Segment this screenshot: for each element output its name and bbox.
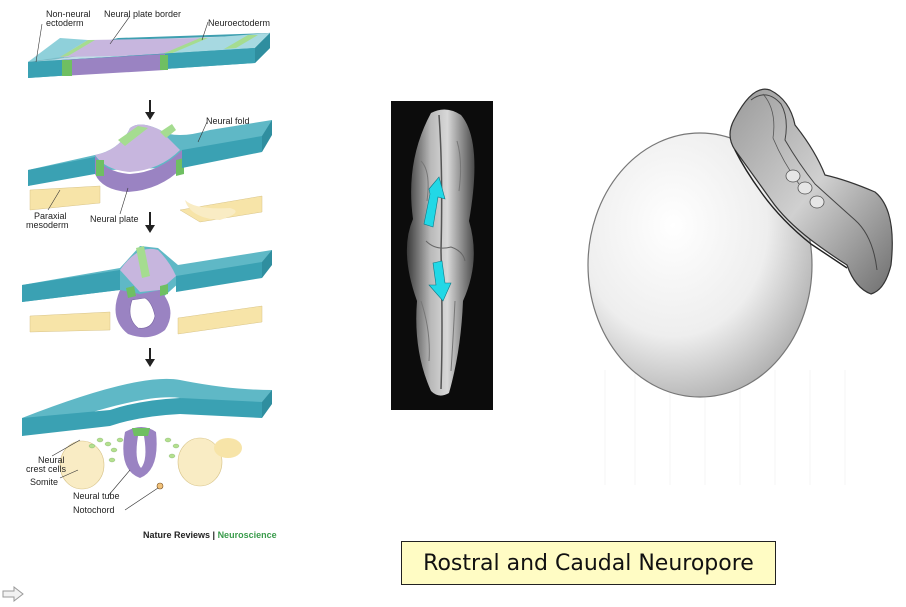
stage-4-neural-tube [22,379,272,510]
arrow-down-2 [145,212,155,233]
label-ectoderm: ectoderm [46,18,84,28]
caption-text: Rostral and Caudal Neuropore [423,551,754,576]
stage-3-neural-folds [22,246,272,337]
label-notochord: Notochord [73,505,115,515]
label-mesoderm: mesoderm [26,220,69,230]
next-slide-arrow-icon[interactable] [2,586,24,602]
stage-2-neural-plate [28,120,272,222]
arrow-down-1 [145,100,155,120]
label-neural-tube: Neural tube [73,491,120,501]
figure-credit: Nature Reviews | Neuroscience [143,530,277,540]
sem-embryo-image [391,101,493,410]
label-neural-fold: Neural fold [206,116,250,126]
label-neural-plate-border: Neural plate border [104,9,181,19]
arrow-down-3 [145,348,155,367]
caption-box: Rostral and Caudal Neuropore [401,541,776,585]
label-somite: Somite [30,477,58,487]
label-crest-cells: crest cells [26,464,66,474]
label-neural-plate: Neural plate [90,214,139,224]
yolk-sac-embryo-drawing [585,80,900,490]
neurulation-diagram: Non-neural ectoderm Neural plate border … [0,0,300,545]
label-neuroectoderm: Neuroectoderm [208,18,270,28]
